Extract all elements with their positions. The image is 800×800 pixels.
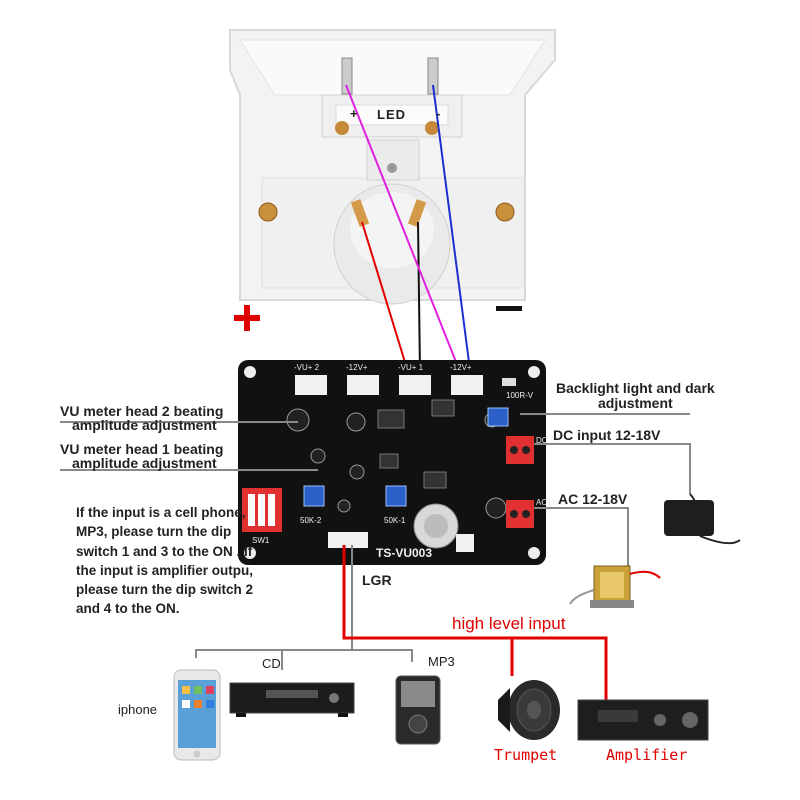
lgr-annotation: LGR bbox=[362, 572, 392, 588]
dip-switch-note: If the input is a cell phone, MP3, pleas… bbox=[76, 505, 254, 617]
conn-12v-a-label: -12V+ bbox=[346, 363, 368, 372]
red-wire bbox=[361, 221, 409, 373]
conn-vu1-label: -VU+ 1 bbox=[398, 363, 424, 372]
dc-board-label: DC 12 bbox=[536, 436, 559, 445]
magenta-wire bbox=[345, 84, 461, 373]
dc-adapter-icon bbox=[664, 493, 741, 545]
conn-vu2-label: -VU+ 2 bbox=[294, 363, 320, 372]
polarity-marks bbox=[234, 305, 522, 331]
meter-wires bbox=[345, 84, 471, 373]
iphone-device-icon bbox=[173, 669, 221, 761]
vu1-annotation-line1: VU meter head 1 beating bbox=[60, 441, 224, 457]
ac-board-label: AC12-18 bbox=[536, 498, 568, 507]
cd-player-icon bbox=[229, 682, 355, 717]
cd-label: CD bbox=[262, 656, 281, 671]
annotation-lines bbox=[60, 413, 691, 670]
black-wire bbox=[417, 221, 421, 373]
pot-100r-label: 100R-V bbox=[506, 391, 534, 400]
led-label: LED bbox=[377, 107, 406, 122]
pot-50k1-label: 50K-1 bbox=[384, 516, 406, 525]
high-level-input-annotation: high level input bbox=[452, 614, 566, 633]
pot-50k2-label: 50K-2 bbox=[300, 516, 322, 525]
led-plus-label: + bbox=[350, 106, 358, 121]
backlight-annotation-2: adjustment bbox=[598, 395, 673, 411]
led-minus-label: - bbox=[436, 106, 441, 121]
conn-12v-b-label: -12V+ bbox=[450, 363, 472, 372]
pcb-board bbox=[238, 360, 546, 565]
transformer-icon bbox=[569, 565, 661, 608]
vu1-annotation-line2: amplitude adjustment bbox=[72, 455, 217, 471]
dc-input-annotation: DC input 12-18V bbox=[553, 427, 661, 443]
sw-board-label: SW1 bbox=[252, 536, 270, 545]
high-level-wires bbox=[342, 545, 608, 700]
mp3-label: MP3 bbox=[428, 654, 455, 669]
backlight-annotation: Backlight light and dark bbox=[556, 380, 715, 396]
speaker-icon bbox=[498, 680, 560, 740]
ac-input-annotation: AC 12-18V bbox=[558, 491, 628, 507]
board-model-label: TS-VU003 bbox=[376, 546, 433, 560]
blue-wire bbox=[432, 84, 471, 371]
vu2-annotation-line1: VU meter head 2 beating bbox=[60, 403, 224, 419]
mp3-player-icon bbox=[395, 675, 441, 745]
amplifier-label: Amplifier bbox=[606, 746, 688, 764]
big-minus-icon bbox=[496, 306, 522, 311]
iphone-label: iphone bbox=[118, 702, 158, 717]
amplifier-icon bbox=[577, 699, 709, 741]
trumpet-label: Trumpet bbox=[494, 746, 558, 764]
vu-meter bbox=[229, 29, 556, 305]
vu2-annotation-line2: amplitude adjustment bbox=[72, 417, 217, 433]
